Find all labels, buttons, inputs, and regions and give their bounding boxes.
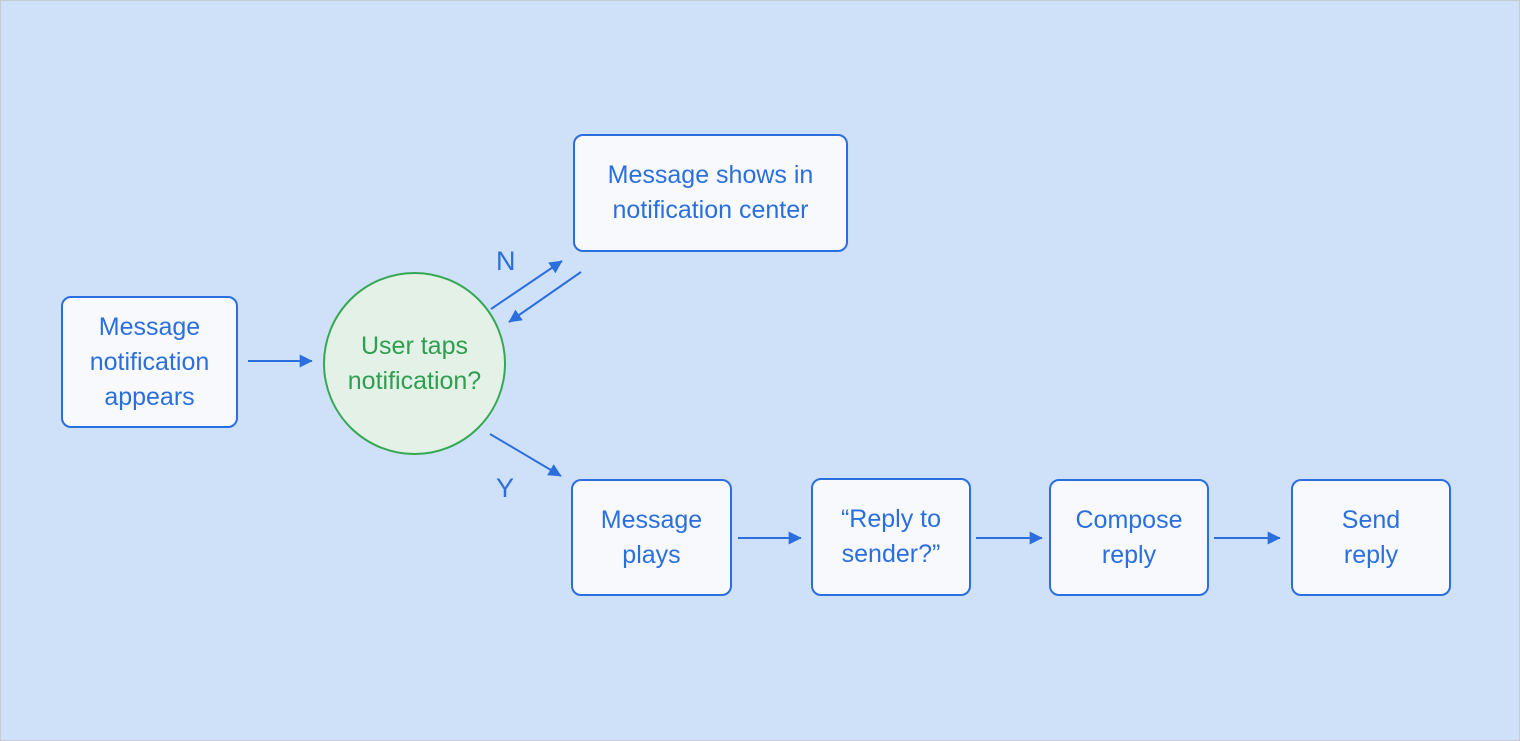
node-reply-to-sender: “Reply to sender?”	[811, 478, 971, 596]
node-message-notification-appears: Message notification appears	[61, 296, 238, 428]
node-message-plays: Message plays	[571, 479, 732, 596]
arrow-decision-to-message-plays	[489, 433, 562, 477]
node-message-shows-in-notification-center: Message shows in notification center	[573, 134, 848, 252]
edge-label-no: N	[496, 246, 516, 276]
node-send-reply: Send reply	[1291, 479, 1451, 596]
node-compose-reply: Compose reply	[1049, 479, 1209, 596]
arrow-notification-center-to-decision	[508, 271, 582, 323]
edge-label-yes: Y	[496, 473, 515, 503]
node-decision-user-taps-notification: User taps notification?	[323, 272, 506, 455]
